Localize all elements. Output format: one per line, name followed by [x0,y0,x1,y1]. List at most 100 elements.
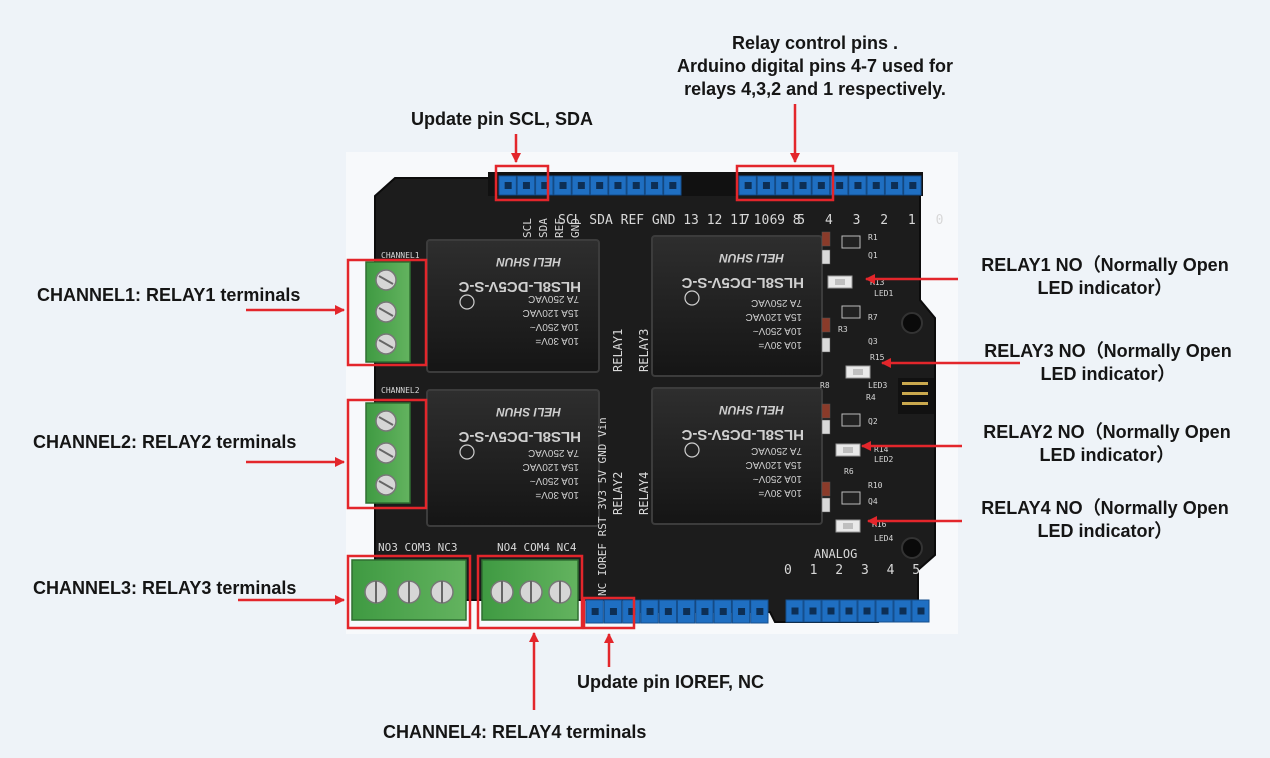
relay3-led-annotation: RELAY3 NO（Normally Open LED indicator） [958,340,1258,386]
header-pin-hole [614,182,622,189]
channel2-terminal-block [365,402,411,504]
relay-rating: 10A 250V~ [530,321,579,332]
relay-brand: HELI SHUN [719,251,784,265]
terminal-screw-slot [378,448,394,458]
header-pin-hole [891,182,899,189]
header-pin-hole [836,182,844,189]
header-pin-hole [559,182,567,189]
relay-cert-mark [459,444,475,460]
annotation-arrows [238,104,1020,710]
relay-rating: 10A 30V= [535,335,579,346]
header-pin-hole [577,182,585,189]
relay-cert-mark [459,294,475,310]
relay-rating: 10A 250V~ [753,325,802,336]
component-label: LED3 [868,381,887,390]
component-label: R8 [820,381,830,390]
header-pin-hole [756,608,764,615]
led-lens [843,447,853,453]
header-pin-hole [809,607,817,615]
relay-cert-mark [684,290,700,306]
transistor [841,235,861,249]
header-pin-hole [701,608,709,615]
component-label: R14 [874,445,889,454]
channel3-terminal-block [351,559,467,621]
channel2-highlight [346,398,428,510]
header-pin-hole [738,608,746,615]
led-lens [843,523,853,529]
analog-pins-silk: 0 1 2 3 4 5 [784,563,925,578]
smd-part [821,317,831,333]
relay-label: RELAY1 [611,329,625,372]
top-header-pins-right [738,175,922,196]
component-label: LED1 [874,289,893,298]
transistor [841,491,861,505]
top-header-pins-left [498,175,682,196]
relay-label: RELAY4 [637,472,651,515]
relay-brand: HELI SHUN [496,405,561,419]
relay-rating: 7A 250VAC [751,297,802,308]
relay-rating: 10A 30V= [758,487,802,498]
relay-brand: HELI SHUN [496,255,561,269]
relay2-led-annotation: RELAY2 NO（Normally Open LED indicator） [957,421,1257,467]
no3-com3-nc3-silk: NO3 COM3 NC3 [378,541,457,554]
component-label: Q3 [868,337,878,346]
top-pin-label: REF [553,218,566,238]
relay2-led-line1: RELAY2 NO（Normally Open [983,422,1231,442]
header-pin-hole [609,608,617,615]
header-pin-hole [632,182,640,189]
relay1-led-annotation: RELAY1 NO（Normally Open LED indicator） [955,254,1255,300]
scl-sda-highlight [494,164,550,202]
relay1-led-line2: LED indicator） [1037,278,1173,298]
transistor [841,413,861,427]
relay-label: RELAY2 [611,472,625,515]
component-label: R3 [838,325,848,334]
header-pin-hole [863,607,871,615]
header-pin-hole [827,607,835,615]
component-label: R13 [870,278,885,287]
smd-part [821,337,831,353]
bottom-header-analog-pins [785,599,930,623]
icsp-pins [898,378,934,414]
header-pin-hole [504,182,512,189]
channel1-silk: CHANNEL1 [381,251,420,260]
relay-brand: HELI SHUN [719,403,784,417]
component-label: Q4 [868,497,878,506]
header-pin-hole [899,607,907,615]
channel3-highlight [346,554,472,630]
relay1-led-line1: RELAY1 NO（Normally Open [981,255,1229,275]
component-label: Q2 [868,417,878,426]
relay4-led-line2: LED indicator） [1037,521,1173,541]
relay-housing [651,235,823,377]
relay3-led-line2: LED indicator） [1040,364,1176,384]
channel4-highlight [476,554,584,630]
header-pin-hole [791,607,799,615]
smd-part [821,403,831,419]
top-header-silk: SCL SDA REF GND 13 12 11 10 9 8 [558,213,801,228]
power-pins-silk: NC IOREF RST 3V3 5V GND Vin [596,417,609,596]
smd-part [821,249,831,265]
digital-pins-silk: 7 6 5 4 3 2 1 0 [742,213,949,228]
channel1-annotation: CHANNEL1: RELAY1 terminals [37,285,301,305]
relay-model: HLS8L-DC5V-S-C [458,428,581,445]
terminal-screw-slot [378,416,394,426]
relay-cert-mark [684,442,700,458]
header-pin-hole [596,182,604,189]
relay2-led-line2: LED indicator） [1039,445,1175,465]
header-pin-hole [541,182,549,189]
header-pin-hole [719,608,727,615]
relay-rating: 15A 120VAC [522,307,579,318]
header-pin-hole [651,182,659,189]
bottom-header-power-pins [585,599,769,624]
relay-rating: 15A 120VAC [522,461,579,472]
relay-label: RELAY3 [637,329,651,372]
component-label: R7 [868,313,878,322]
relay-model: HLS8L-DC5V-S-C [681,274,804,291]
terminal-screw-slot [378,275,394,285]
component-label: Q1 [868,251,878,260]
header-pin-hole [854,182,862,189]
